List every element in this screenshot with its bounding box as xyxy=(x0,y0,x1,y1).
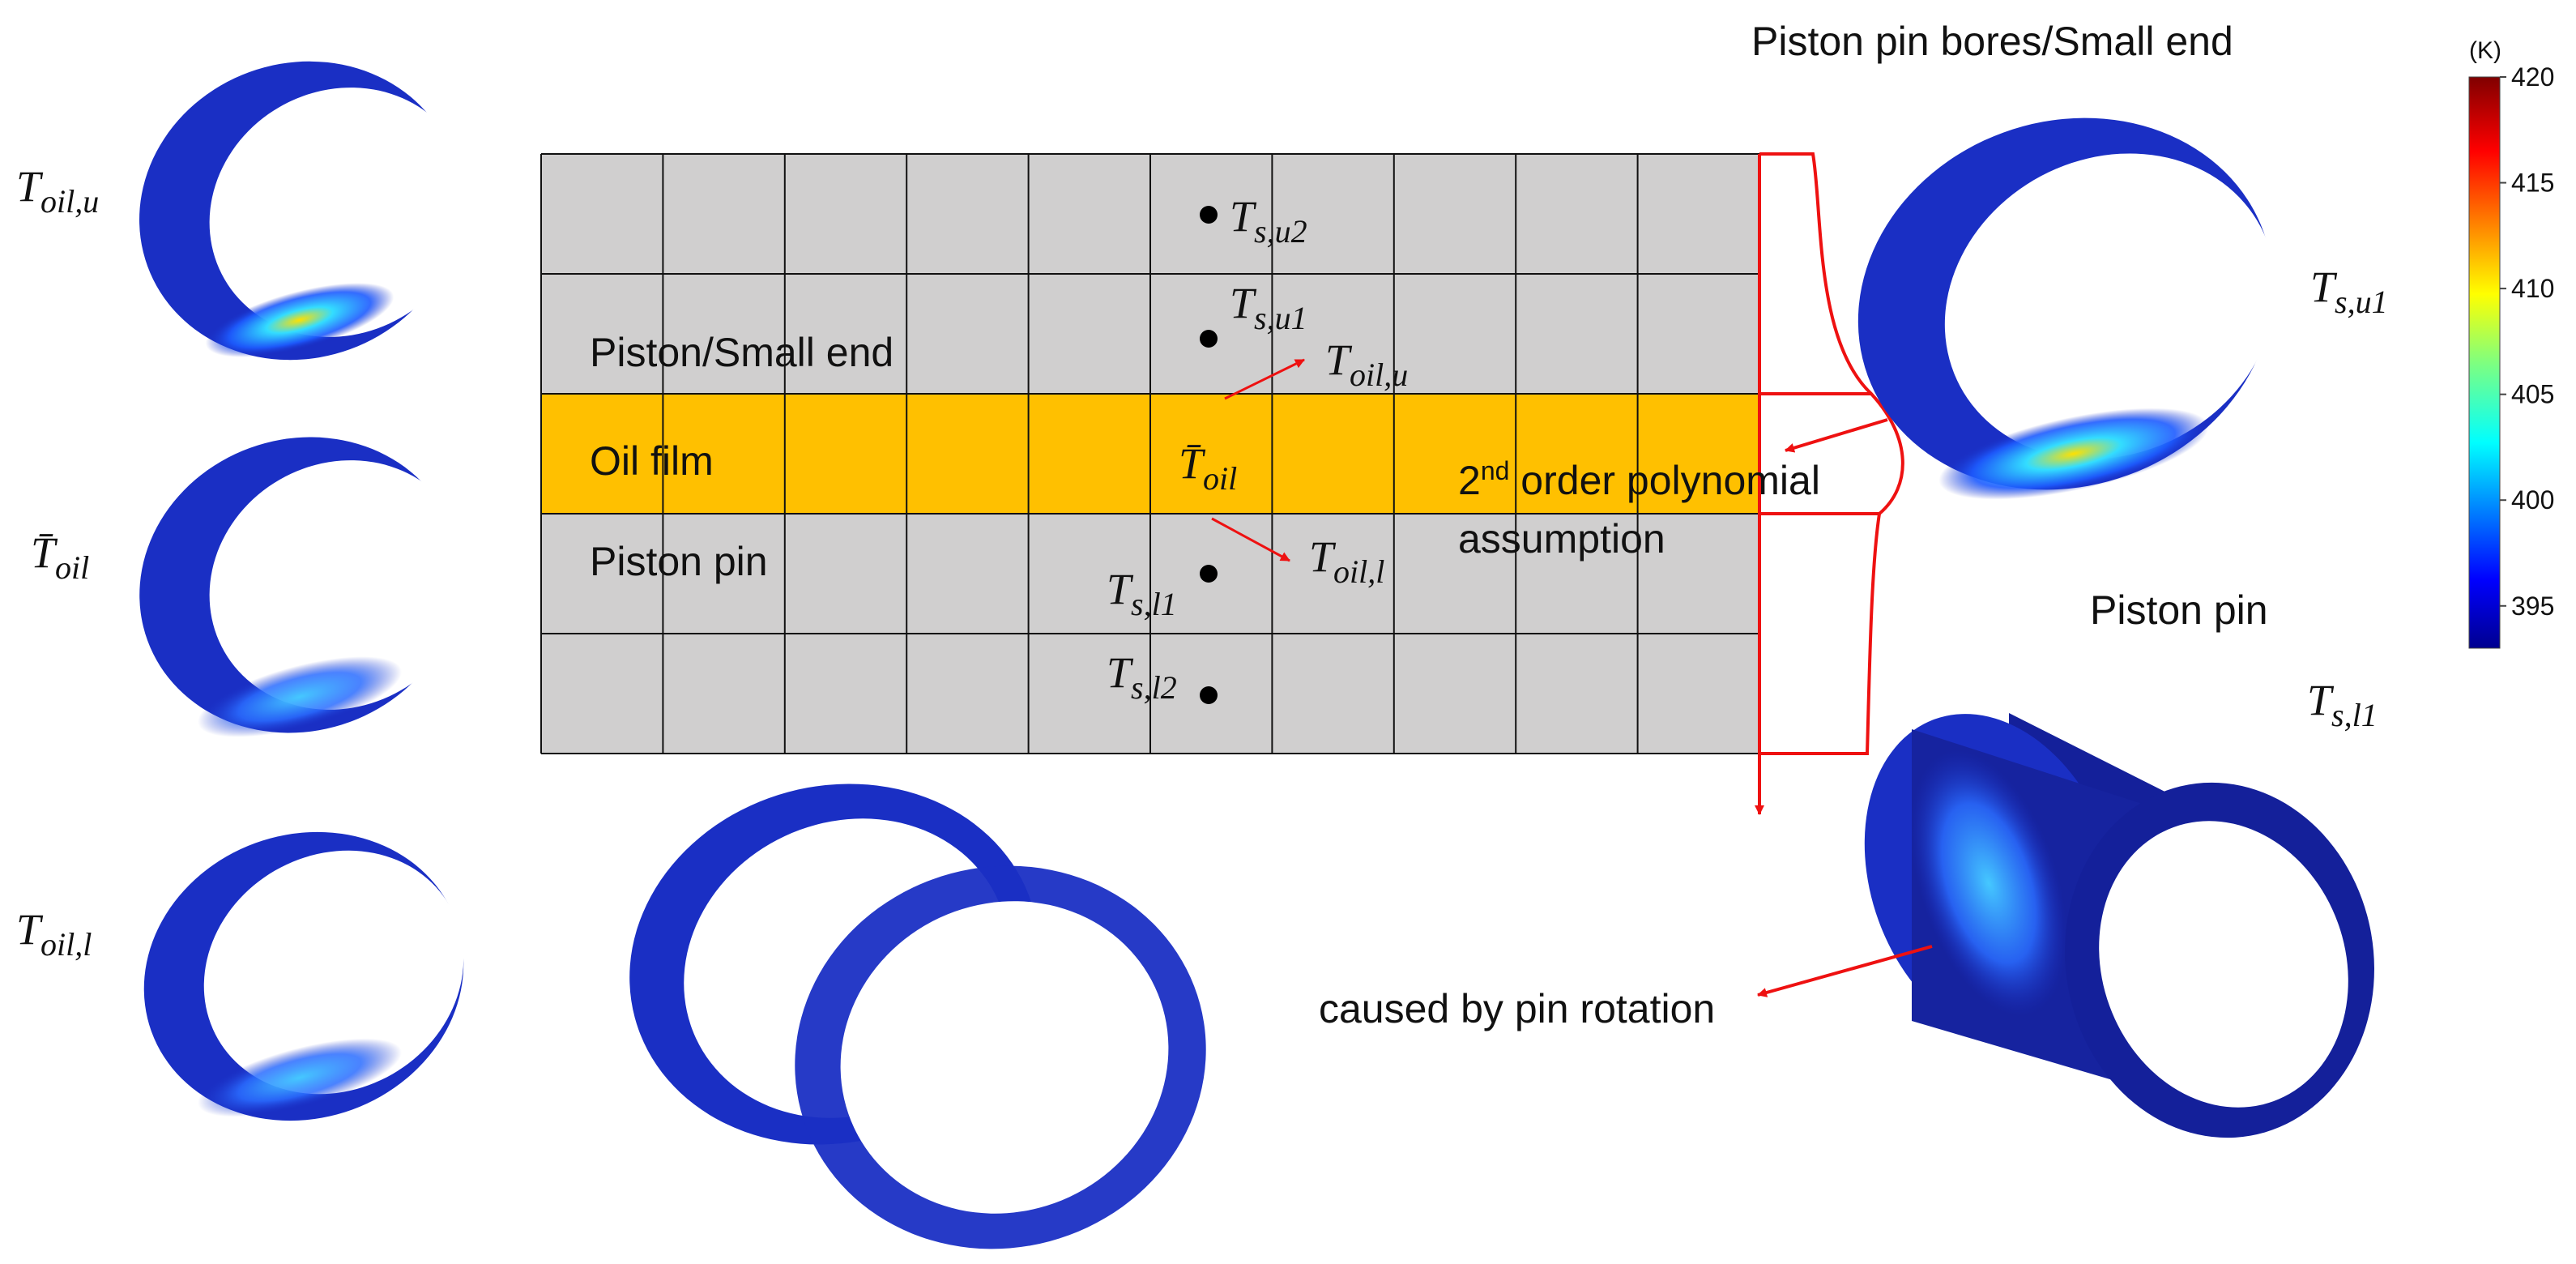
left-label-oil-mean: T̄oil xyxy=(31,528,89,586)
polynomial-note-line1: 2nd order polynomial xyxy=(1458,456,1820,503)
layer-oil-label: Oil film xyxy=(590,438,714,484)
rotation-note: caused by pin rotation xyxy=(1319,986,1715,1031)
arrow-polynomial xyxy=(1785,418,1888,453)
colorbar-tick-label: 420 xyxy=(2511,62,2554,92)
piston-pin-title: Piston pin xyxy=(2090,587,2268,633)
node-label-sl2: Ts,l2 xyxy=(1107,648,1177,706)
rings-overlap xyxy=(629,784,1206,1249)
node-label-su2: Ts,u2 xyxy=(1230,192,1307,250)
pin-label-sl1: Ts,l1 xyxy=(2307,676,2378,733)
node-dot-sl2 xyxy=(1200,686,1218,704)
node-label-oil-lower: Toil,l xyxy=(1309,532,1384,590)
layer-upper-label: Piston/Small end xyxy=(590,330,893,375)
left-label-oil-upper: Toil,u xyxy=(16,162,99,220)
arrow-to-oil-lower xyxy=(1211,517,1290,562)
ring-oil-lower xyxy=(143,831,464,1121)
right-label-su1: Ts,u1 xyxy=(2310,263,2388,320)
layer-grid xyxy=(540,153,1760,754)
left-label-oil-lower: Toil,l xyxy=(16,905,92,963)
ring-small-end xyxy=(1857,117,2276,500)
colorbar-tick-label: 400 xyxy=(2511,485,2554,515)
ring-oil-upper xyxy=(139,61,471,361)
grid-lines xyxy=(540,153,1760,754)
node-label-sl1: Ts,l1 xyxy=(1107,565,1177,622)
right-panel-title: Piston pin bores/Small end xyxy=(1751,19,2233,64)
colorbar-ticks: 420 415 410 405 400 395 xyxy=(2500,62,2554,621)
profile-lower-curve xyxy=(1759,513,1881,755)
piston-pin-cylinder xyxy=(1864,713,2374,1138)
colorbar-unit: (K) xyxy=(2469,37,2501,64)
node-dot-sl1 xyxy=(1200,565,1218,583)
temperature-profile xyxy=(1755,152,1904,815)
arrow-to-oil-upper xyxy=(1224,358,1305,400)
ring-oil-mean xyxy=(139,437,471,737)
node-dot-su2 xyxy=(1200,206,1218,224)
profile-upper-curve xyxy=(1759,152,1904,515)
layer-lower-label: Piston pin xyxy=(590,539,768,584)
node-dot-su1 xyxy=(1200,330,1218,348)
node-label-oil-upper: Toil,u xyxy=(1325,335,1408,393)
colorbar xyxy=(2468,76,2501,649)
colorbar-tick-label: 410 xyxy=(2511,274,2554,303)
polynomial-note-line2: assumption xyxy=(1458,516,1665,562)
node-label-su1: Ts,u1 xyxy=(1230,279,1307,336)
colorbar-tick-label: 395 xyxy=(2511,591,2554,621)
colorbar-tick-label: 405 xyxy=(2511,380,2554,409)
colorbar-tick-label: 415 xyxy=(2511,169,2554,198)
arrow-pin-rotation xyxy=(1757,945,1933,997)
node-label-oil-mean: T̄oil xyxy=(1179,439,1237,497)
